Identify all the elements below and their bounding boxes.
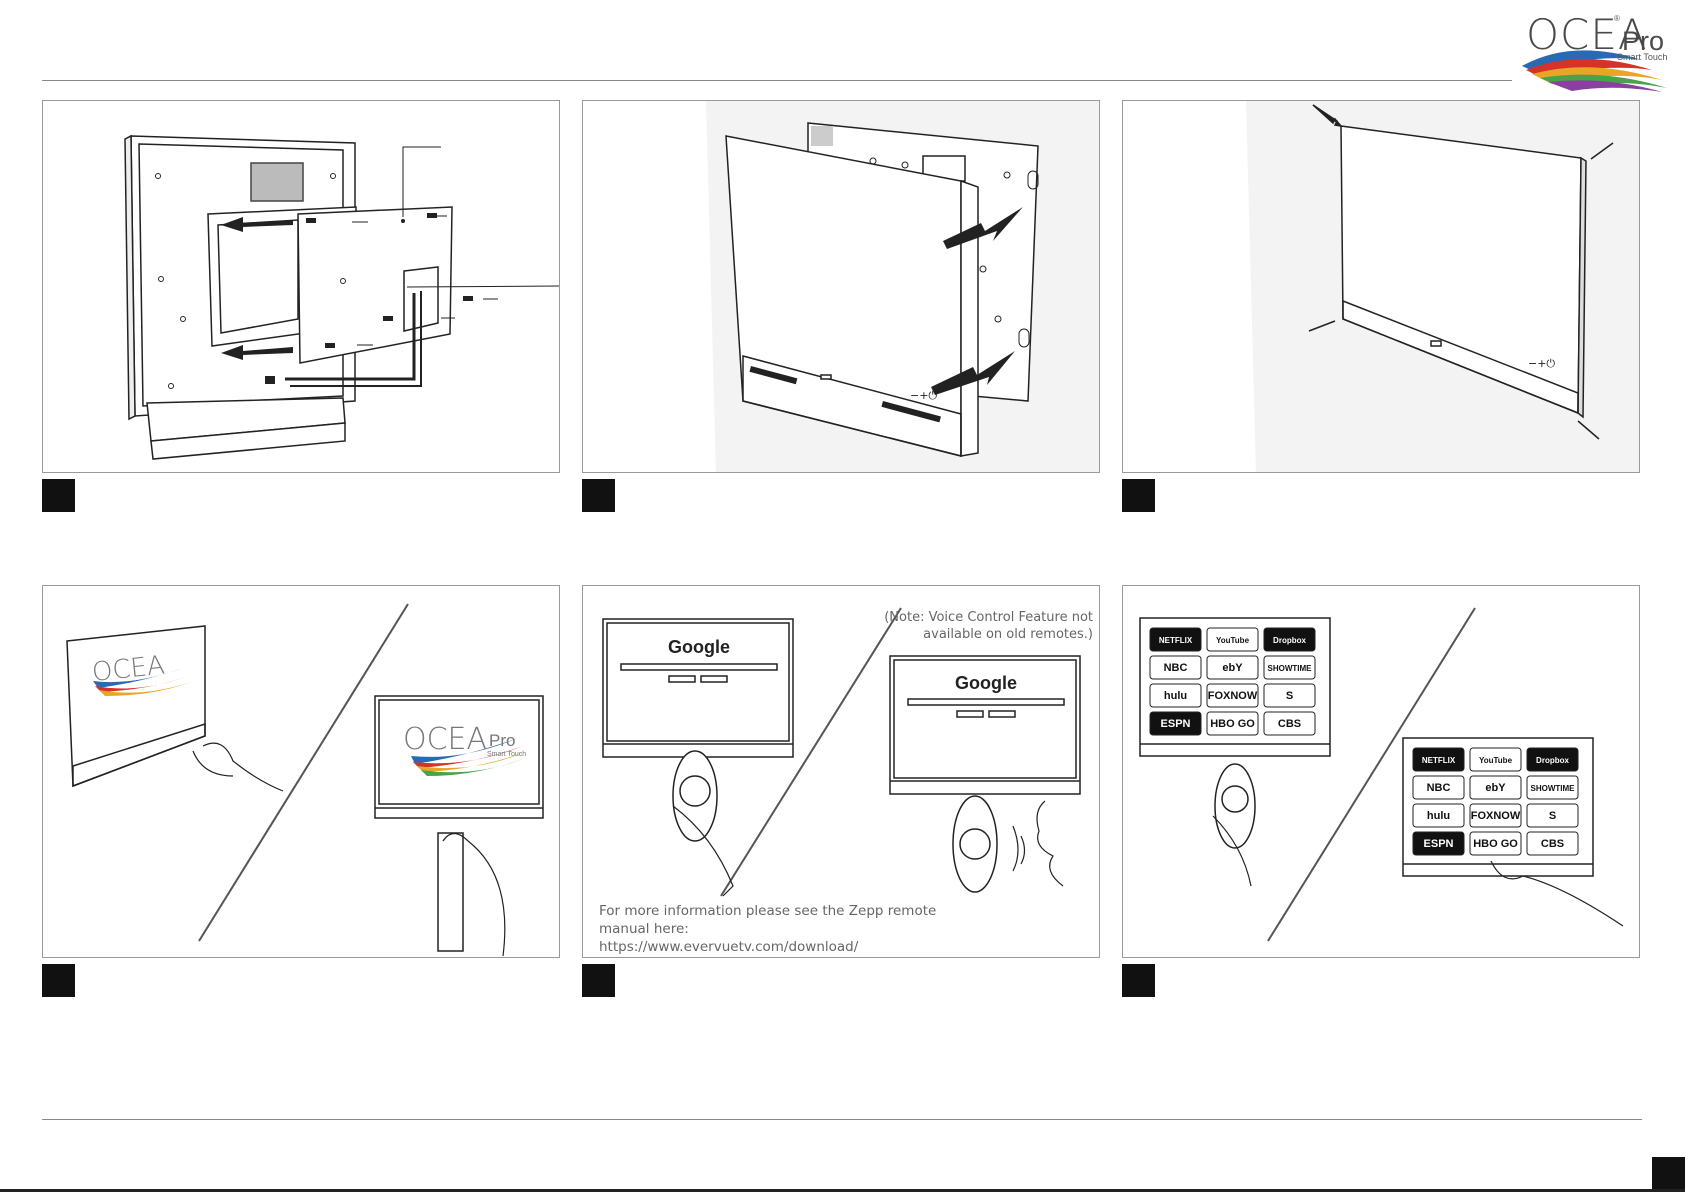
remote-info-text: For more information please see the Zepp… <box>599 902 939 956</box>
small-screen-app-label: CBS <box>1278 718 1301 730</box>
small-screen-app-tile[interactable] <box>1206 655 1259 680</box>
step-marker-1 <box>42 479 75 512</box>
large-screen-app-label: NETFLIX <box>1422 756 1456 765</box>
voice-note-line-1: (Note: Voice Control Feature not <box>884 610 1093 625</box>
large-tv-logo-tagline: Smart Touch <box>487 751 526 758</box>
large-tv-logo-pro: Pro <box>489 731 515 750</box>
large-screen-app-label: SHOWTIME <box>1531 784 1576 793</box>
bracket-mount-illustration <box>124 134 559 460</box>
small-screen-app-label: HBO GO <box>1210 718 1255 730</box>
small-screen-app-tile[interactable] <box>1263 683 1316 708</box>
small-screen-app-label: SHOWTIME <box>1268 664 1313 673</box>
logo-registered: ® <box>1614 14 1620 23</box>
large-screen-app-tile[interactable] <box>1526 747 1579 772</box>
large-screen-app-label: ebY <box>1485 782 1506 794</box>
large-screen-app-label: CBS <box>1541 838 1564 850</box>
step-marker-4 <box>42 964 75 997</box>
large-screen-app-tile[interactable] <box>1526 803 1579 828</box>
small-screen-app-label: FOXNOW <box>1208 690 1258 702</box>
large-screen-app-tile[interactable] <box>1469 775 1522 800</box>
small-screen-app-label: YouTube <box>1216 636 1250 645</box>
step-marker-5 <box>582 964 615 997</box>
small-screen-app-label: ESPN <box>1161 718 1191 730</box>
step-panel-4: OCEA OCEA Pro Smart Touch <box>42 585 560 958</box>
small-screen-app-tile[interactable] <box>1206 627 1259 652</box>
large-screen-app-label: hulu <box>1427 810 1450 822</box>
power-on-illustration: OCEA OCEA Pro Smart Touch <box>66 603 544 957</box>
small-screen-app-label: S <box>1286 690 1293 702</box>
large-screen-app-label: YouTube <box>1479 756 1513 765</box>
tv-controls-label: −+⏻ <box>1528 357 1555 370</box>
step-panel-2: −+⏻ <box>582 100 1100 473</box>
small-screen-app-label: Dropbox <box>1273 636 1306 645</box>
small-screen-app-tile[interactable] <box>1149 683 1202 708</box>
large-screen-app-label: Dropbox <box>1536 756 1569 765</box>
remote-info-line-1: For more information please see the Zepp… <box>599 903 937 919</box>
large-screen-app-tile[interactable] <box>1412 775 1465 800</box>
small-screen-app-label: NETFLIX <box>1159 636 1193 645</box>
logo-word: OCEA <box>1526 10 1648 59</box>
large-screen-app-tile[interactable] <box>1469 803 1522 828</box>
google-search-title-1: Google <box>668 637 730 657</box>
logo-swoosh-icon <box>1522 50 1667 92</box>
small-screen-app-tile[interactable] <box>1263 711 1316 736</box>
large-screen-app-tile[interactable] <box>1469 831 1522 856</box>
step-panel-1 <box>42 100 560 473</box>
step-marker-6 <box>1122 964 1155 997</box>
small-screen-app-tile[interactable] <box>1149 627 1202 652</box>
header-rule <box>42 80 1512 81</box>
remote-info-link[interactable]: manual here: https://www.evervuetv.com/d… <box>599 921 859 955</box>
large-screen-app-tile[interactable] <box>1412 803 1465 828</box>
tv-hang-illustration: −+⏻ <box>706 101 1099 472</box>
tv-controls-label: −+⏻ <box>910 389 937 402</box>
tv-mounted-illustration: −+⏻ <box>1246 101 1639 472</box>
small-screen-app-tile[interactable] <box>1149 655 1202 680</box>
large-screen-app-label: HBO GO <box>1473 838 1518 850</box>
large-screen-app-label: S <box>1549 810 1556 822</box>
small-screen-app-tile[interactable] <box>1206 711 1259 736</box>
voice-search-illustration: Google Google <box>602 607 1081 897</box>
step-panel-5: Google Google (Note: Voice Control Featu… <box>582 585 1100 958</box>
large-screen-app-tile[interactable] <box>1412 747 1465 772</box>
bottom-strip <box>0 1189 1685 1192</box>
logo-tagline: Smart Touch <box>1617 52 1668 62</box>
step-panel-3: −+⏻ <box>1122 100 1640 473</box>
large-tv-logo: OCEA <box>403 722 487 757</box>
brand-logo: OCEA ® Pro Smart Touch <box>1512 8 1677 93</box>
small-screen-app-tile[interactable] <box>1263 627 1316 652</box>
google-search-title-2: Google <box>955 673 1017 693</box>
small-screen-app-tile[interactable] <box>1263 655 1316 680</box>
large-screen-app-label: NBC <box>1427 782 1451 794</box>
logo-pro: Pro <box>1622 26 1665 56</box>
large-screen-app-label: ESPN <box>1424 838 1454 850</box>
small-screen-app-label: ebY <box>1222 662 1243 674</box>
voice-note-line-2: available on old remotes.) <box>923 627 1093 642</box>
large-screen-app-tile[interactable] <box>1469 747 1522 772</box>
large-screen-app-tile[interactable] <box>1526 775 1579 800</box>
small-screen-app-label: hulu <box>1164 690 1187 702</box>
step-marker-3 <box>1122 479 1155 512</box>
step-marker-2 <box>582 479 615 512</box>
large-screen-app-tile[interactable] <box>1526 831 1579 856</box>
large-screen-app-label: FOXNOW <box>1471 810 1521 822</box>
large-screen-app-tile[interactable] <box>1412 831 1465 856</box>
voice-note: (Note: Voice Control Feature not availab… <box>883 609 1093 643</box>
small-screen-app-tile[interactable] <box>1149 711 1202 736</box>
small-screen-app-tile[interactable] <box>1206 683 1259 708</box>
small-screen-app-label: NBC <box>1164 662 1188 674</box>
page-number-marker <box>1652 1157 1685 1192</box>
footer-rule <box>42 1119 1642 1120</box>
